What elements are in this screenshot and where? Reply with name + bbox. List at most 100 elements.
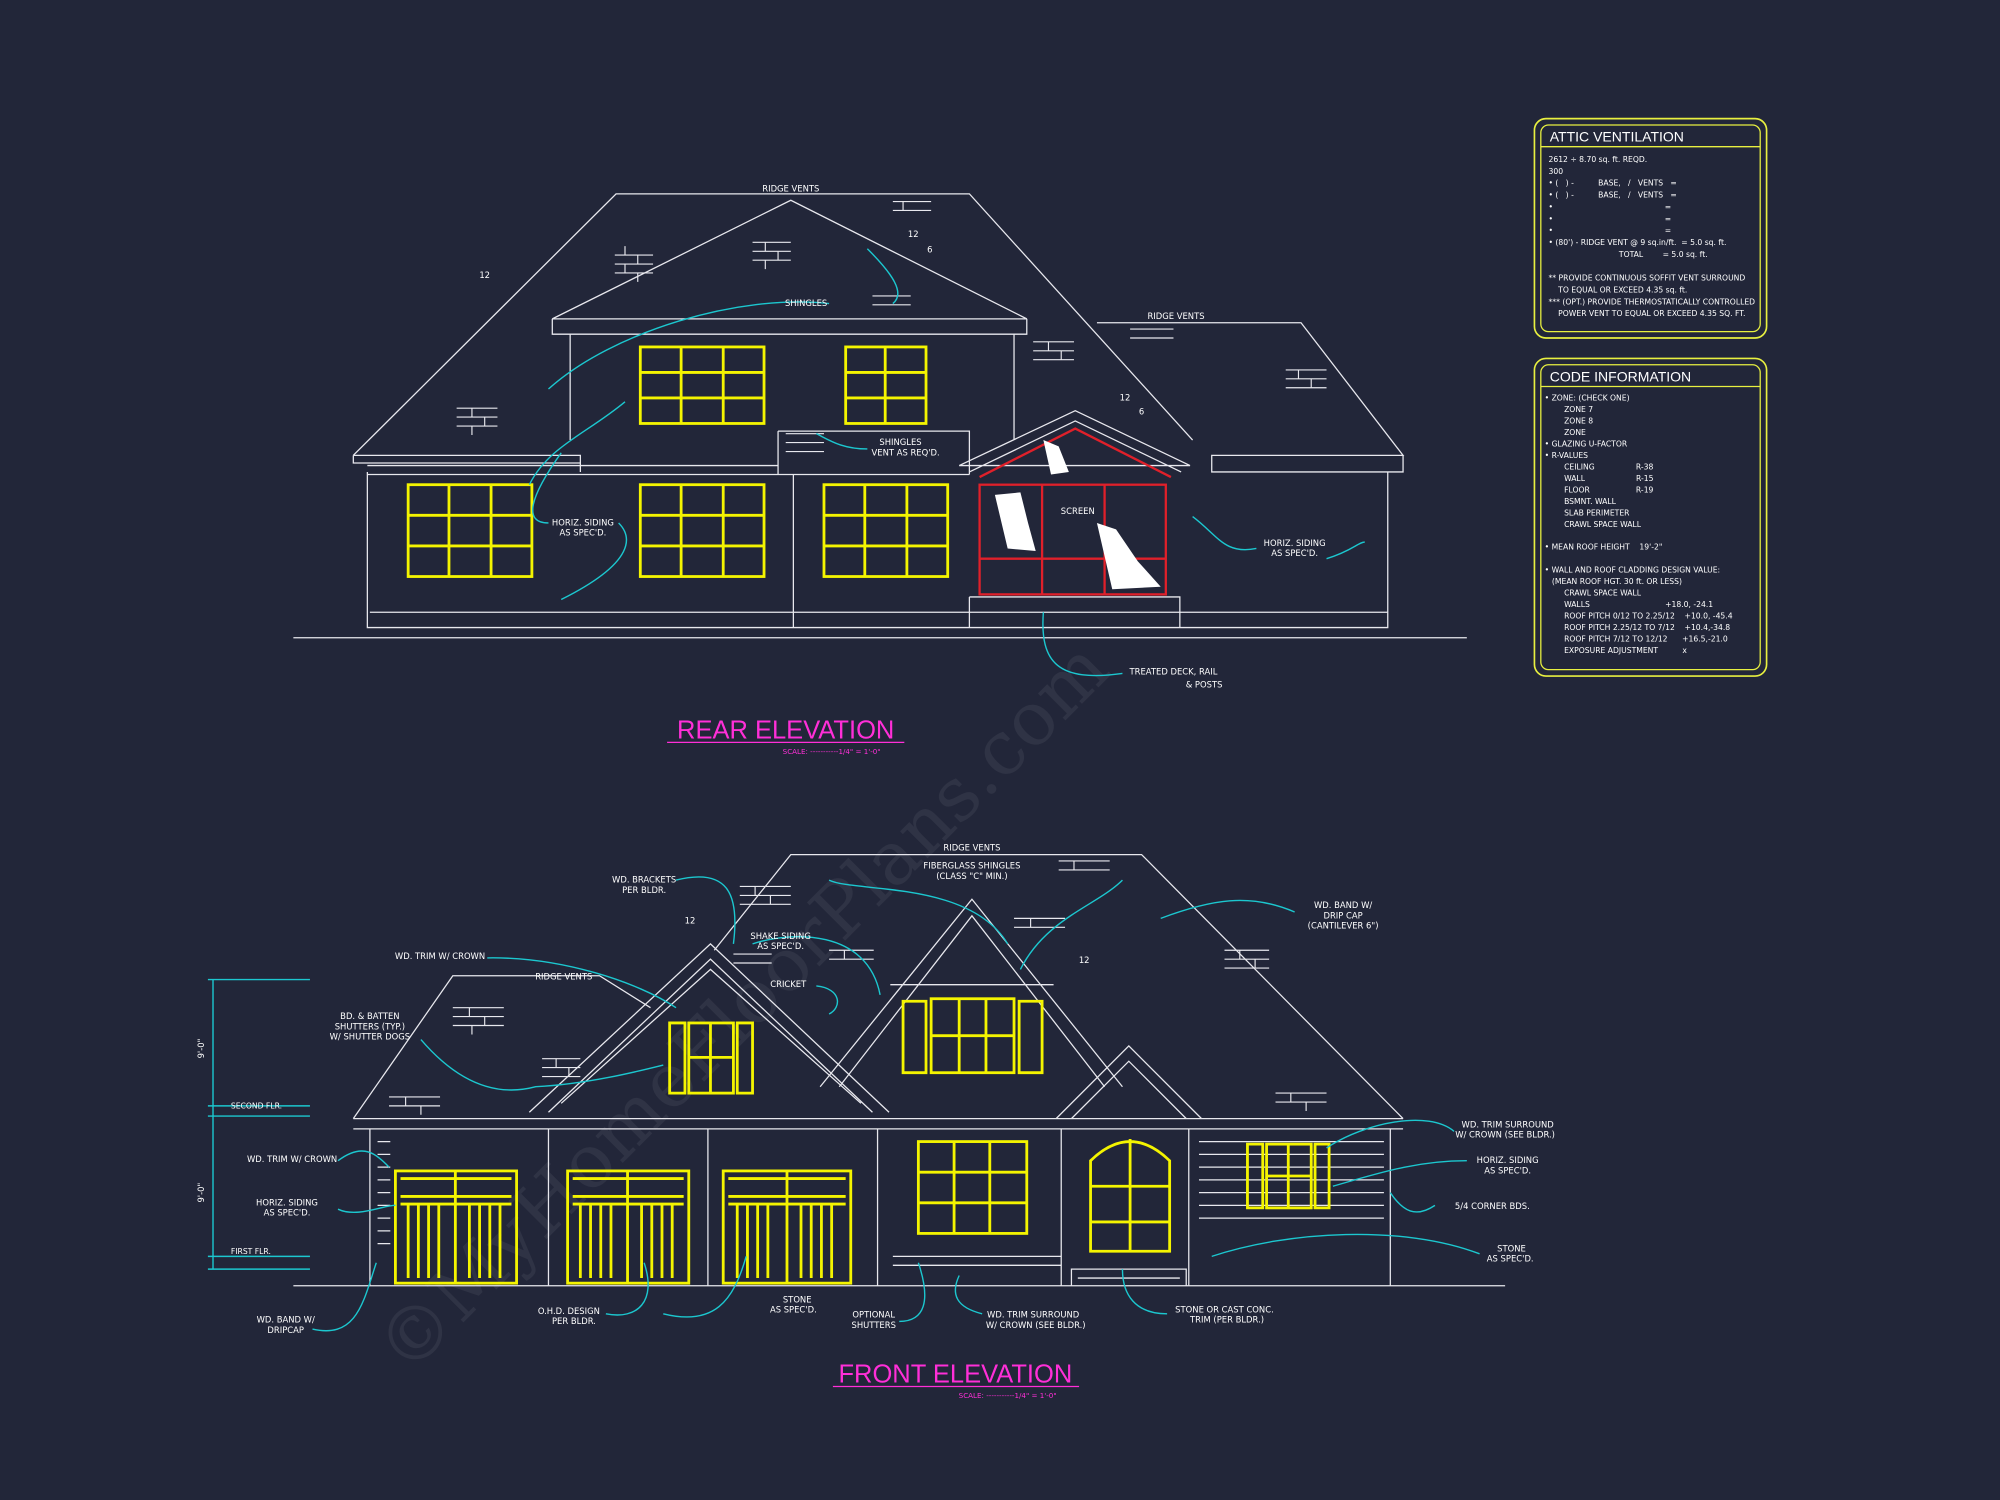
label-second-floor: SECOND FLR.: [231, 1101, 282, 1110]
note-line: • ( ) - BASE, / VENTS =: [1548, 179, 1676, 188]
label-ridge-vents: RIDGE VENTS: [943, 843, 1000, 853]
front-eaves: [353, 1117, 1404, 1286]
rear-porch-gable: [958, 410, 1191, 473]
rear-windows: [406, 345, 950, 578]
label-first-floor: FIRST FLR.: [231, 1247, 271, 1256]
front-window: [916, 1140, 1029, 1235]
code-information-title: CODE INFORMATION: [1550, 368, 1691, 384]
label-ridge-vents-right: RIDGE VENTS: [1147, 311, 1204, 321]
rear-vent-symbols: [456, 200, 1327, 453]
note-line: ZONE 7: [1545, 405, 1594, 414]
front-main-roof: [713, 853, 1404, 1120]
rear-window: [822, 483, 950, 578]
label-right-stone: AS SPEC'D.: [1487, 1253, 1534, 1263]
label-stone-cast: TRIM (PER BLDR.): [1189, 1315, 1264, 1325]
note-line: • ( ) - BASE, / VENTS =: [1548, 191, 1676, 200]
label-shake-siding: SHAKE SIDING: [750, 931, 810, 941]
label-trim-surround: W/ CROWN (SEE BLDR.): [986, 1320, 1086, 1330]
note-line: BSMNT. WALL: [1545, 497, 1617, 506]
rear-leaders: [528, 248, 1365, 677]
note-line: • WALL AND ROOF CLADDING DESIGN VALUE:: [1545, 566, 1720, 575]
label-ridge-vents: RIDGE VENTS: [762, 183, 819, 193]
attic-ventilation-box: ATTIC VENTILATION 2612 ÷ 8.70 sq. ft. RE…: [1533, 117, 1768, 339]
label-screen: SCREEN: [1061, 506, 1095, 516]
label-trim-surround: WD. TRIM SURROUND: [987, 1310, 1079, 1320]
label-shake-siding: AS SPEC'D.: [757, 941, 804, 951]
note-line: WALLS +18.0, -24.1: [1545, 600, 1714, 609]
rear-elevation-title: REAR ELEVATION: [677, 717, 894, 745]
note-line: • (80') - RIDGE VENT @ 9 sq.in/ft. = 5.0…: [1548, 238, 1726, 247]
note-line: • =: [1548, 214, 1671, 223]
label-band-dripcap: WD. BAND W/: [257, 1315, 315, 1325]
label-band-drip-cap: DRIP CAP: [1323, 910, 1362, 920]
rear-window: [638, 345, 766, 425]
front-center-gable: [819, 898, 1123, 1088]
label-stone: AS SPEC'D.: [770, 1305, 817, 1315]
pitch-6: 6: [1139, 407, 1144, 417]
note-line: TO EQUAL OR EXCEED 4.35 sq. ft.: [1548, 285, 1687, 294]
front-leaders: [312, 876, 1480, 1332]
code-information-lines: • ZONE: (CHECK ONE) ZONE 7 ZONE 8 ZONE• …: [1545, 394, 1733, 656]
note-line: ROOF PITCH 7/12 TO 12/12 +16.5,-21.0: [1545, 635, 1728, 644]
label-corner-boards: 5/4 CORNER BDS.: [1455, 1201, 1530, 1211]
dim-upper: 9'-0": [196, 1038, 206, 1058]
label-deck: TREATED DECK, RAIL: [1129, 667, 1218, 677]
front-elevation-scale: SCALE: -----------1/4" = 1'-0": [959, 1391, 1057, 1400]
label-right-trim: WD. TRIM SURROUND: [1462, 1120, 1554, 1130]
front-stoop: [1070, 1268, 1187, 1286]
note-line: 2612 ÷ 8.70 sq. ft. REQD.: [1548, 155, 1647, 164]
rear-upper-gable: [551, 199, 1028, 441]
label-band-dripcap: DRIPCAP: [267, 1325, 304, 1335]
note-line: • =: [1548, 226, 1671, 235]
note-line: SLAB PERIMETER: [1545, 508, 1631, 517]
rear-elevation: RIDGE VENTS SHINGLES SHINGLES VENT AS RE…: [293, 183, 1467, 756]
label-siding-left: AS SPEC'D.: [560, 528, 607, 538]
label-ohd-design: PER BLDR.: [552, 1316, 596, 1326]
attic-ventilation-lines: 2612 ÷ 8.70 sq. ft. REQD. 300 • ( ) - BASE…: [1548, 155, 1755, 318]
pitch-12: 12: [1079, 955, 1090, 965]
label-optional-shutters: OPTIONAL: [852, 1310, 895, 1320]
label-stone: STONE: [783, 1294, 812, 1304]
note-line: ROOF PITCH 2.25/12 TO 7/12 +10.4,-34.8: [1545, 623, 1731, 632]
label-shingles: SHINGLES: [785, 298, 827, 308]
note-line: 300: [1548, 167, 1563, 176]
label-trim-crown-left: WD. TRIM W/ CROWN: [247, 1154, 337, 1164]
label-siding-right: HORIZ. SIDING: [1264, 538, 1326, 548]
label-optional-shutters: SHUTTERS: [852, 1320, 896, 1330]
label-shingles-vent: SHINGLES: [879, 437, 921, 447]
label-siding-left: HORIZ. SIDING: [256, 1197, 318, 1207]
label-stone-cast: STONE OR CAST CONC.: [1175, 1305, 1274, 1315]
note-line: • ZONE: (CHECK ONE): [1545, 394, 1630, 403]
pitch-6: 6: [927, 245, 932, 255]
floor-dimension-lines: 9'-0" 9'-0": [196, 978, 310, 1270]
note-line: (MEAN ROOF HGT. 30 ft. OR LESS): [1545, 577, 1682, 586]
front-elevation: 9'-0" 9'-0" RIDGE VENTS FIBERGLASS SHING…: [196, 843, 1555, 1400]
note-line: WALL R-15: [1545, 474, 1654, 483]
front-siding: [377, 1140, 1384, 1245]
note-line: ZONE: [1545, 428, 1586, 437]
dim-lower: 9'-0": [196, 1183, 206, 1203]
note-line: • R-VALUES: [1545, 451, 1589, 460]
rear-main-roof: [352, 193, 1194, 472]
label-fiberglass-shingles: FIBERGLASS SHINGLES: [923, 861, 1020, 871]
front-elevation-title: FRONT ELEVATION: [838, 1361, 1072, 1389]
pitch-12: 12: [685, 915, 696, 925]
label-ridge-vents-left: RIDGE VENTS: [535, 972, 592, 982]
label-right-stone: STONE: [1497, 1243, 1526, 1253]
label-trim-crown: WD. TRIM W/ CROWN: [395, 951, 485, 961]
label-brackets: WD. BRACKETS: [612, 875, 676, 885]
label-shingles-vent: VENT AS REQ'D.: [872, 447, 940, 457]
note-line: CRAWL SPACE WALL: [1545, 520, 1642, 529]
code-information-box: CODE INFORMATION • ZONE: (CHECK ONE) ZON…: [1533, 357, 1768, 677]
note-line: FLOOR R-19: [1545, 485, 1654, 494]
label-siding-left: AS SPEC'D.: [264, 1208, 311, 1218]
front-garage-roof: [352, 975, 651, 1119]
label-siding-right: AS SPEC'D.: [1271, 548, 1318, 558]
rear-wing-roof: [1096, 322, 1405, 473]
label-band-drip-cap: WD. BAND W/: [1314, 900, 1372, 910]
note-line: CRAWL SPACE WALL: [1545, 589, 1642, 598]
note-line: TOTAL = 5.0 sq. ft.: [1548, 250, 1707, 259]
note-line: *** (OPT.) PROVIDE THERMOSTATICALLY CONT…: [1548, 297, 1755, 306]
